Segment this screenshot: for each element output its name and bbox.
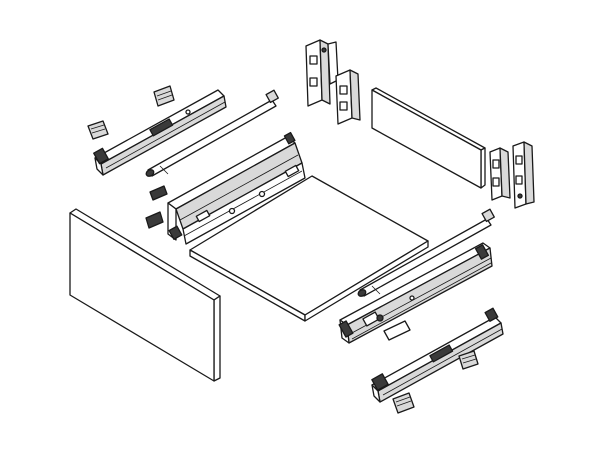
right-drawer-side xyxy=(338,242,493,344)
upper-left-runner xyxy=(93,89,227,176)
front-panel xyxy=(69,208,221,382)
lower-gallery-rail xyxy=(357,208,495,297)
runner-clip xyxy=(383,320,411,341)
front-fixing-bracket-left xyxy=(87,85,175,229)
drawer-bottom-panel xyxy=(189,175,429,322)
left-drawer-side xyxy=(167,131,306,245)
rear-bracket-pair-left xyxy=(305,39,361,125)
upper-gallery-rail xyxy=(145,89,279,177)
back-panel xyxy=(371,87,486,189)
front-fixing-bracket-right xyxy=(392,350,479,414)
rear-bracket-pair-right xyxy=(489,141,535,209)
lower-right-runner xyxy=(371,307,504,403)
